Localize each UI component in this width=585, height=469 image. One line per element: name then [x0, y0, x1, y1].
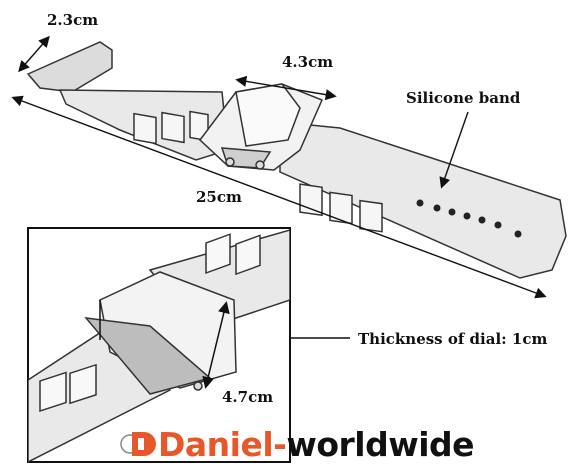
dial-width-label: 4.3cm	[282, 53, 334, 71]
strap-width-label: 2.3cm	[47, 11, 99, 29]
dial-thickness-label: Thickness of dial: 1cm	[358, 330, 548, 348]
watermark-suffix: worldwide	[286, 424, 475, 464]
watermark: Daniel-worldwide	[118, 424, 475, 464]
watermark-brand: Daniel-	[158, 424, 287, 464]
band-type-label: Silicone band	[406, 89, 521, 107]
brand-logo-icon	[120, 432, 156, 456]
dimension-arrows	[11, 35, 547, 344]
detail-inset	[27, 227, 291, 463]
total-length-label: 25cm	[196, 188, 242, 206]
dial-length-label: 4.7cm	[222, 388, 274, 406]
